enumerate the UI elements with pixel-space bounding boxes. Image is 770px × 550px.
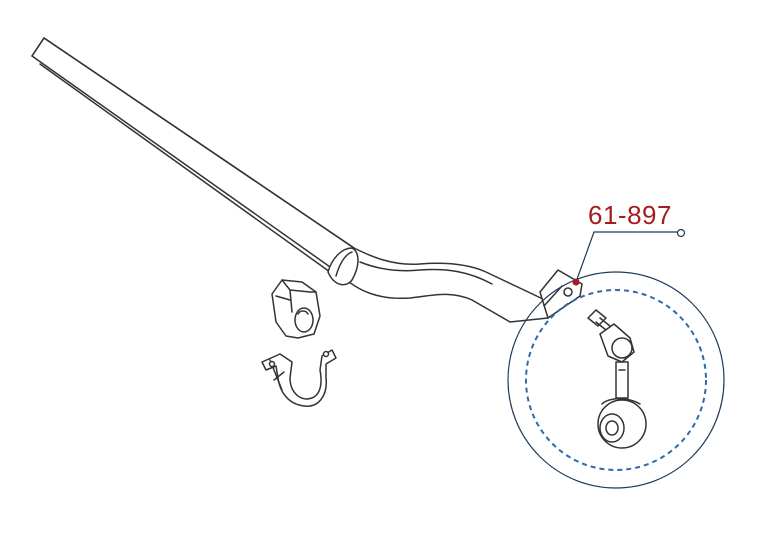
bushing-bracket-icon <box>261 349 337 407</box>
callout-leader-line <box>575 231 680 283</box>
callout-circle-dashed <box>525 289 707 471</box>
part-number-label: 61-897 <box>588 200 672 230</box>
rubber-bushing-icon <box>271 279 321 339</box>
stabilizer-link-icon <box>587 309 647 449</box>
callout-circle-outer <box>507 271 725 489</box>
callout-anchor-dot <box>572 278 580 286</box>
stabilizer-bar-icon <box>31 37 583 323</box>
callout-end-dot <box>676 228 686 238</box>
